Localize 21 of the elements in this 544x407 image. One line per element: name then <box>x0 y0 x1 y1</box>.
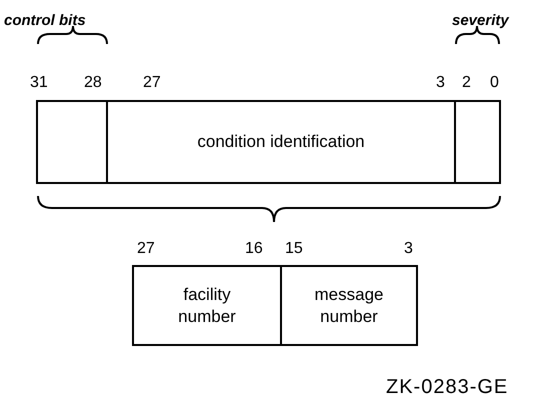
field-name: message number <box>314 284 384 328</box>
bit-number: 31 <box>30 74 48 92</box>
field-group-label: control bits <box>4 12 86 30</box>
field-cell <box>132 265 282 346</box>
field-name: condition identification <box>197 131 365 153</box>
field-cell <box>280 265 418 346</box>
field-cell <box>454 100 501 184</box>
field-cell <box>36 100 108 184</box>
bit-number: 28 <box>84 74 102 92</box>
field-name: facility number <box>177 284 237 328</box>
bit-number: 27 <box>143 74 161 92</box>
bit-number: 16 <box>245 240 263 258</box>
field-group-label: severity <box>452 12 509 30</box>
bit-number: 0 <box>490 74 499 92</box>
bit-number: 27 <box>137 240 155 258</box>
figure-id: ZK-0283-GE <box>386 378 508 396</box>
bit-number: 3 <box>436 74 445 92</box>
field-cell <box>106 100 456 184</box>
bit-number: 2 <box>462 74 471 92</box>
bit-number: 15 <box>285 240 303 258</box>
bit-number: 3 <box>404 240 413 258</box>
